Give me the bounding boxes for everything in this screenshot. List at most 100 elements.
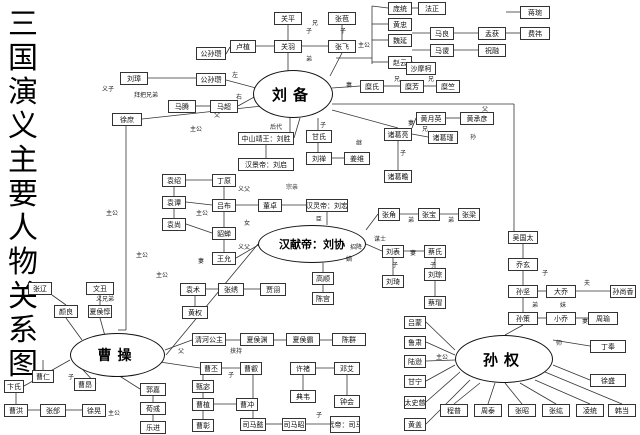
box-zhangxiu-label: 张绣 — [224, 285, 238, 294]
box-luzhi-label: 卢植 — [236, 42, 250, 51]
box-zhugejin-label: 诸葛瑾 — [432, 133, 454, 142]
connector-line-88 — [51, 294, 67, 306]
box-gongsun1: 公孙瓒 — [196, 47, 226, 60]
box-zhanghong-label: 张纮 — [549, 406, 563, 415]
box-qinghe: 清河公主 — [192, 333, 226, 346]
box-liubiao-label: 刘表 — [386, 247, 400, 256]
box-xuchu-label: 许褚 — [296, 364, 310, 373]
connector-line-11 — [141, 105, 263, 120]
rel-xiong-1: 兄 — [312, 20, 319, 27]
box-simazhao: 司马昭 — [282, 418, 306, 431]
rel-zhu-8: 主公 — [196, 210, 209, 217]
rel-you-1: 右 — [236, 94, 243, 101]
rel-qi-1: 妻 — [346, 82, 353, 89]
box-zhugeliang: 诸葛亮 — [384, 128, 412, 141]
rel-zong-1: 宗亲 — [286, 184, 299, 191]
box-zhugejin: 诸葛瑾 — [428, 131, 458, 144]
box-dengai: 邓艾 — [334, 362, 360, 375]
box-dongzhuo-label: 董卓 — [263, 201, 277, 210]
box-caopi: 曹丕 — [200, 362, 222, 375]
rel-yifu-2: 义父 — [238, 244, 251, 251]
box-sunshangxiang-label: 孙尚香 — [612, 287, 634, 296]
box-xusheng: 徐盛 — [590, 374, 626, 387]
box-zhangbao-label: 张苞 — [335, 14, 349, 23]
connector-line-109 — [425, 321, 456, 351]
box-xiahouba: 夏侯霸 — [286, 333, 320, 346]
rel-yifu-1: 义父 — [238, 186, 251, 193]
box-yuanshao-label: 袁绍 — [167, 176, 181, 185]
box-weiyan-label: 魏延 — [393, 36, 407, 45]
box-zhangfei: 张飞 — [328, 40, 356, 53]
box-hanzhong: 韩当 — [608, 404, 636, 417]
rel-zuo-1: 左 — [232, 72, 239, 79]
box-ganning-label: 甘宁 — [408, 377, 422, 386]
box-xuhuang: 徐晃 — [82, 404, 106, 417]
box-yuanshu: 袁术 — [180, 283, 206, 296]
box-zhurong: 祝融 — [478, 44, 506, 57]
box-liucong: 刘琮 — [424, 268, 446, 281]
box-gongsun2-label: 公孙瓒 — [200, 75, 222, 84]
box-qiaoxuan-label: 乔玄 — [516, 260, 530, 269]
page-title: 三国演义主要人物关系图 — [8, 7, 38, 382]
box-xiahoudun: 夏侯惇 — [88, 305, 112, 318]
connector-line-121 — [504, 324, 524, 336]
box-zhangliao-label: 张辽 — [33, 284, 47, 293]
box-jiaxu: 贾诩 — [260, 283, 286, 296]
connector-line-114 — [425, 379, 471, 425]
box-xunyu-label: 荀彧 — [146, 404, 160, 413]
box-mizhu: 糜竺 — [436, 80, 460, 93]
box-lvbu-label: 吕布 — [217, 201, 231, 210]
box-zhangbao: 张苞 — [328, 12, 356, 25]
box-lingtong: 凌统 — [576, 404, 604, 417]
connector-line-67 — [164, 339, 193, 351]
connector-line-108 — [552, 364, 591, 381]
box-gongsun1-label: 公孙瓒 — [200, 49, 222, 58]
box-zhonghui-label: 钟会 — [340, 397, 354, 406]
rel-di-4: 弟 — [532, 302, 539, 309]
box-xiahouyuan: 夏侯渊 — [240, 333, 274, 346]
box-sunshangxiang: 孙尚香 — [610, 285, 636, 298]
box-huangyueying: 黄月英 — [416, 112, 446, 125]
box-masu-label: 马谡 — [435, 46, 449, 55]
box-fazheng-top: 法正 — [418, 2, 446, 15]
connector-line-107 — [552, 339, 591, 347]
box-shamoke: 沙摩柯 — [406, 62, 436, 75]
box-guanyu-label: 关羽 — [281, 42, 295, 51]
box-caimao: 蔡瑁 — [424, 296, 446, 309]
box-suce: 孙策 — [508, 312, 538, 325]
box-liubiao: 刘表 — [382, 245, 404, 258]
box-jinwudi: 晋武帝：司马炎 — [330, 416, 360, 433]
connector-line-112 — [425, 364, 456, 382]
connector-line-120 — [544, 371, 623, 405]
box-jiangwan-label: 蒋琬 — [528, 8, 542, 17]
connector-line-71 — [159, 361, 201, 369]
box-xuhuang-label: 徐晃 — [87, 406, 101, 415]
rel-bai-1: 拜把兄弟 — [134, 92, 159, 99]
rel-zi-3: 子 — [320, 122, 327, 129]
box-zhugezhan-label: 诸葛瞻 — [387, 172, 409, 181]
rel-fu-1: 父 — [214, 112, 221, 119]
box-sunjian-label: 孙坚 — [516, 287, 530, 296]
rel-zi-4: 子 — [400, 150, 407, 157]
box-diaochan-label: 貂蝉 — [217, 229, 231, 238]
rel-qi-3: 妻 — [408, 120, 415, 127]
box-xiaoqiao: 小乔 — [546, 312, 576, 325]
box-bianshi: 卞氏 — [4, 380, 24, 393]
rel-fu-2: 父 — [482, 106, 489, 113]
box-wuguotai: 吴国太 — [508, 231, 538, 244]
box-guojia-label: 郭嘉 — [146, 385, 160, 394]
connector-line-38 — [411, 117, 417, 129]
box-zhouyu: 周瑜 — [588, 312, 618, 325]
box-xushu: 徐庶 — [112, 113, 142, 126]
rel-mei-1: 妹 — [560, 302, 567, 309]
box-caorui: 曹叡 — [240, 362, 262, 375]
rel-jiefu-1: 义兄弟 — [96, 296, 115, 303]
box-zhoutai-label: 周泰 — [481, 406, 495, 415]
box-huangchengyan-label: 黄承彦 — [466, 114, 488, 123]
rel-mou-1: 谋士 — [374, 236, 387, 243]
box-zhangxiu: 张绣 — [218, 283, 244, 296]
box-zhurong-label: 祝融 — [485, 46, 499, 55]
leader-liubei: 刘备 — [253, 70, 333, 118]
box-zhangliang-label: 张梁 — [462, 210, 476, 219]
box-zhangjiao: 张角 — [378, 208, 400, 221]
